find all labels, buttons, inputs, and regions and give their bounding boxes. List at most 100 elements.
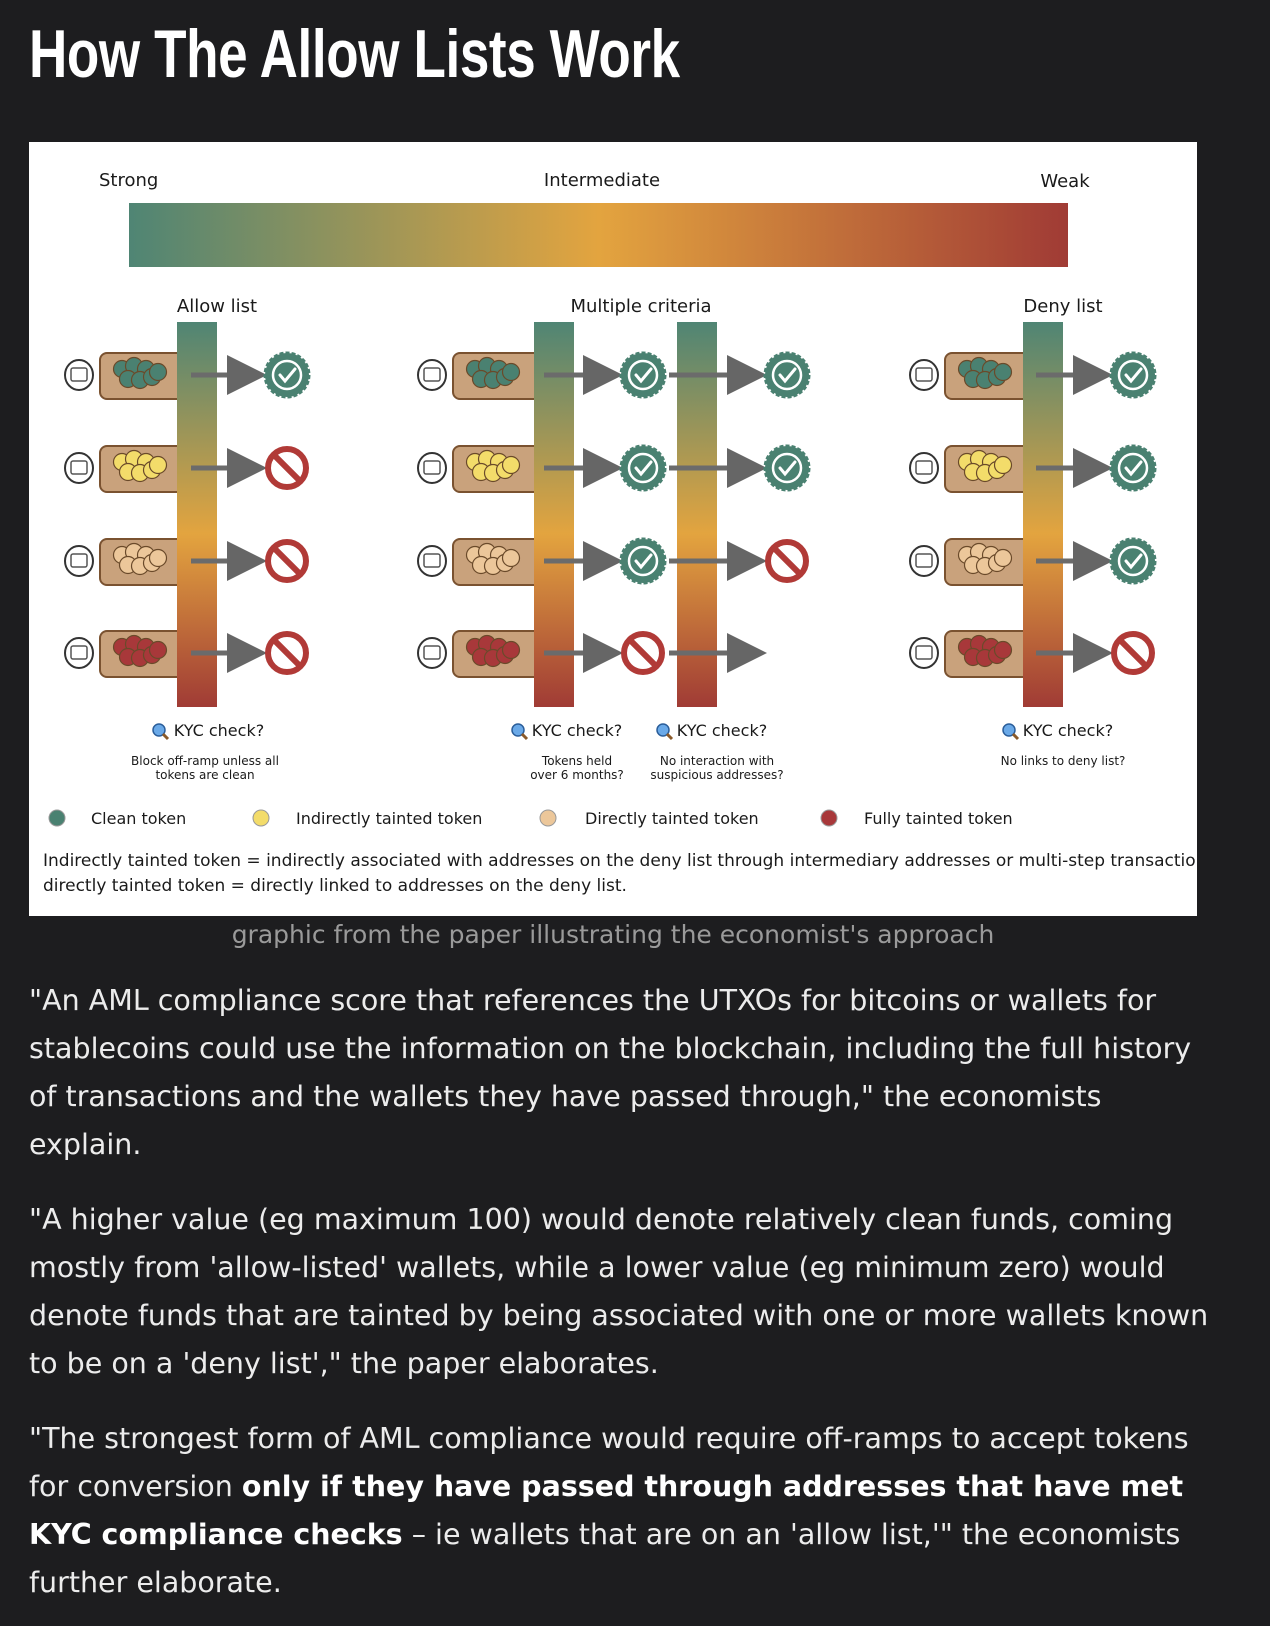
magnifier-handle-icon [1011, 732, 1020, 741]
magnifier-icon [152, 723, 170, 741]
block-slash-icon [271, 452, 303, 484]
result-block [265, 631, 309, 675]
wallet-row-clean [909, 352, 1034, 400]
wallet-owner-icon [64, 637, 94, 669]
pass-badge-icon [619, 351, 667, 399]
legend-item-clean: Clean token [48, 809, 186, 828]
pass-ring-icon [627, 452, 659, 484]
panel-title: Deny list [1023, 296, 1102, 317]
check-note-line-2: suspicious addresses? [650, 768, 783, 782]
magnifier-handle-icon [665, 732, 674, 741]
footnote-line-2: directly tainted token = directly linked… [43, 876, 627, 896]
result-pass [619, 351, 667, 399]
wallet-row-full [64, 630, 189, 678]
block-circle-icon [265, 446, 309, 490]
wallet-row-clean [64, 352, 189, 400]
scale-weak-label: Weak [1040, 171, 1090, 192]
wallet-owner-icon [417, 637, 447, 669]
criteria-gradient-column [677, 322, 717, 707]
checkmark-icon [1124, 367, 1143, 384]
paragraph-3-bold: only if they have passed through address… [29, 1470, 1184, 1551]
criteria-gradient-column [534, 322, 574, 707]
checkmark-icon [1124, 553, 1143, 570]
result-block [1111, 631, 1155, 675]
checkmark-icon [778, 460, 797, 477]
wallet-owner-icon [909, 359, 939, 391]
wallet-owner-icon [909, 452, 939, 484]
block-circle-icon [1111, 631, 1155, 675]
legend-item-direct: Directly tainted token [539, 809, 759, 828]
wallet-glyph-icon [70, 460, 88, 475]
token-coin-indirect [993, 455, 1013, 475]
magnifier-icon [656, 723, 674, 741]
legend-label: Clean token [91, 809, 186, 828]
magnifier-lens-icon [152, 723, 166, 737]
wallet-row-direct [64, 538, 189, 586]
wallet-row-direct [417, 538, 542, 586]
wallet-glyph-icon [423, 645, 441, 660]
kyc-check-label: KYC check? [1023, 721, 1113, 740]
checkmark-icon [634, 553, 653, 570]
pass-badge-icon [619, 537, 667, 585]
pass-badge-icon [1109, 351, 1157, 399]
legend-item-full: Fully tainted token [820, 809, 1013, 828]
legend-label: Directly tainted token [585, 809, 759, 828]
legend-swatch-icon [539, 809, 557, 827]
wallet-glyph-icon [915, 367, 933, 382]
legend-swatch-icon [820, 809, 838, 827]
result-block [265, 446, 309, 490]
wallet-row-indirect [417, 445, 542, 493]
check-note-line-1: No interaction with [660, 754, 774, 768]
paragraph-1: "An AML compliance score that references… [29, 984, 1192, 1161]
wallet-owner-icon [417, 359, 447, 391]
pass-ring-icon [627, 545, 659, 577]
kyc-check-label: KYC check? [677, 721, 767, 740]
magnifier-lens-icon [1002, 723, 1016, 737]
token-coin-clean [501, 362, 521, 382]
legend-label: Fully tainted token [864, 809, 1013, 828]
check-note-line-2: tokens are clean [155, 768, 254, 782]
legend-swatch-icon [252, 809, 270, 827]
check-note-line-1: No links to deny list? [1001, 754, 1126, 768]
wallet-glyph-icon [915, 460, 933, 475]
token-coin-full [993, 640, 1013, 660]
wallet-row-full [417, 630, 542, 678]
wallet-owner-icon [64, 452, 94, 484]
wallet-row-indirect [64, 445, 189, 493]
result-pass [263, 351, 311, 399]
wallet-owner-icon [909, 545, 939, 577]
pass-ring-icon [1117, 545, 1149, 577]
wallet-glyph-icon [70, 553, 88, 568]
paragraph-2: "A higher value (eg maximum 100) would d… [29, 1203, 1209, 1380]
wallet-row-indirect [909, 445, 1034, 493]
legend-item-indirect: Indirectly tainted token [252, 809, 482, 828]
result-pass [619, 537, 667, 585]
pass-badge-icon [763, 351, 811, 399]
pass-badge-icon [763, 444, 811, 492]
token-coin-indirect [148, 455, 168, 475]
check-note-line-2: over 6 months? [530, 768, 624, 782]
checkmark-icon [634, 460, 653, 477]
block-circle-icon [621, 631, 665, 675]
wallet-owner-icon [417, 545, 447, 577]
pass-ring-icon [627, 359, 659, 391]
legend-swatch-icon [48, 809, 66, 827]
wallet-glyph-icon [70, 645, 88, 660]
wallet-row-clean [417, 352, 542, 400]
block-slash-icon [271, 637, 303, 669]
result-pass [763, 444, 811, 492]
result-block [621, 631, 665, 675]
wallet-owner-icon [64, 545, 94, 577]
magnifier-icon [511, 723, 529, 741]
result-block [765, 539, 809, 583]
checkmark-icon [778, 367, 797, 384]
wallet-glyph-icon [915, 645, 933, 660]
pass-badge-icon [619, 444, 667, 492]
pass-badge-icon [1109, 537, 1157, 585]
